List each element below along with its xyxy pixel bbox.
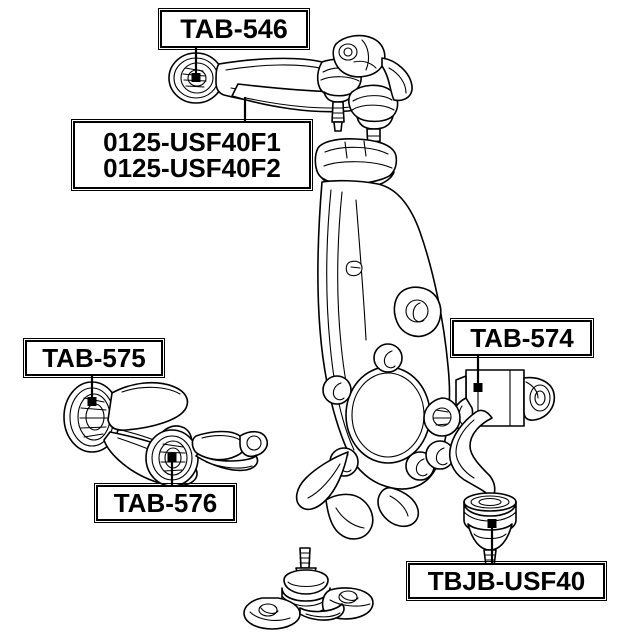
part-number-text: TAB-546 — [180, 13, 288, 44]
lower-ball-joint-boot — [463, 492, 517, 567]
lower-ball-joint-assembly — [243, 547, 374, 630]
part-number-text: TAB-575 — [42, 343, 146, 373]
leader-lines — [87, 48, 497, 563]
part-label-tab-575[interactable]: TAB-575 — [23, 338, 165, 378]
part-label-tab-574[interactable]: TAB-574 — [450, 318, 594, 358]
steering-knuckle — [295, 138, 455, 540]
part-label-tab-576[interactable]: TAB-576 — [94, 483, 237, 523]
part-number-text: TAB-574 — [470, 323, 574, 353]
part-label-tbjb-usf40[interactable]: TBJB-USF40 — [406, 561, 607, 601]
part-label-0125-usf40[interactable]: 0125-USF40F1 0125-USF40F2 — [71, 119, 313, 191]
part-label-tab-546[interactable]: TAB-546 — [158, 8, 310, 50]
part-number-text: 0125-USF40F2 — [103, 153, 281, 183]
part-number-text: TBJB-USF40 — [427, 566, 586, 596]
part-number-text: TAB-576 — [113, 488, 218, 518]
upper-control-arm — [168, 34, 413, 163]
part-number-text: 0125-USF40F1 — [103, 127, 281, 157]
upper-arm-ball-joint-front — [316, 58, 362, 132]
